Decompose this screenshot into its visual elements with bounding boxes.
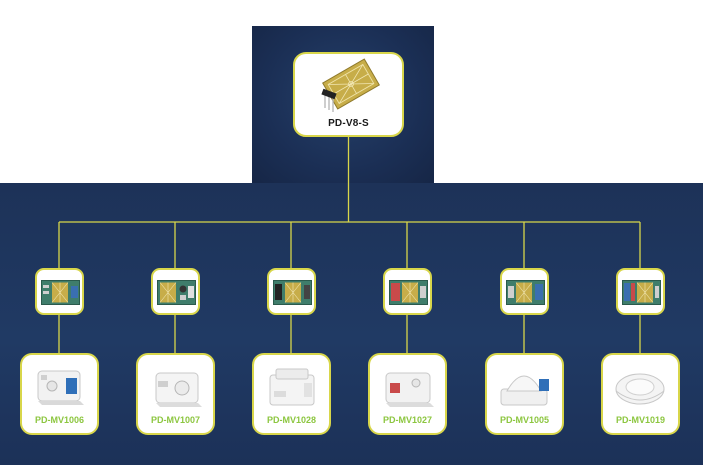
root-node-card[interactable]: PD-V8-S bbox=[293, 52, 404, 137]
rectangular-sensor-housing-icon bbox=[37, 370, 84, 405]
module-card-1[interactable] bbox=[35, 268, 84, 315]
rectangular-sensor-housing-icon bbox=[155, 372, 202, 407]
product-label-1: PD-MV1006 bbox=[34, 415, 85, 425]
rectangular-sensor-housing-icon bbox=[385, 372, 434, 407]
product-card-4[interactable]: PD-MV1027 bbox=[368, 353, 447, 435]
product-label-6: PD-MV1019 bbox=[615, 415, 666, 425]
module-card-5[interactable] bbox=[500, 268, 549, 315]
radar-module-board-icon bbox=[506, 280, 545, 305]
box-sensor-housing-icon bbox=[269, 368, 315, 406]
dome-sensor-housing-icon bbox=[500, 375, 549, 406]
radar-module-board-icon bbox=[389, 280, 428, 305]
radar-module-board-icon bbox=[273, 280, 312, 305]
oval-sensor-housing-icon bbox=[615, 373, 665, 405]
product-label-4: PD-MV1027 bbox=[382, 415, 433, 425]
radar-module-board-icon bbox=[622, 280, 661, 305]
product-label-2: PD-MV1007 bbox=[150, 415, 201, 425]
module-card-6[interactable] bbox=[616, 268, 665, 315]
module-card-4[interactable] bbox=[383, 268, 432, 315]
module-card-2[interactable] bbox=[151, 268, 200, 315]
product-label-3: PD-MV1028 bbox=[266, 415, 317, 425]
product-card-3[interactable]: PD-MV1028 bbox=[252, 353, 331, 435]
bottom-panel bbox=[0, 183, 703, 465]
radar-module-board-icon bbox=[157, 280, 196, 305]
module-card-3[interactable] bbox=[267, 268, 316, 315]
antenna-module-icon bbox=[321, 58, 380, 112]
product-card-6[interactable]: PD-MV1019 bbox=[601, 353, 680, 435]
product-card-5[interactable]: PD-MV1005 bbox=[485, 353, 564, 435]
product-card-2[interactable]: PD-MV1007 bbox=[136, 353, 215, 435]
product-card-1[interactable]: PD-MV1006 bbox=[20, 353, 99, 435]
root-label: PD-V8-S bbox=[328, 118, 369, 129]
product-label-5: PD-MV1005 bbox=[499, 415, 550, 425]
radar-module-board-icon bbox=[41, 280, 80, 305]
